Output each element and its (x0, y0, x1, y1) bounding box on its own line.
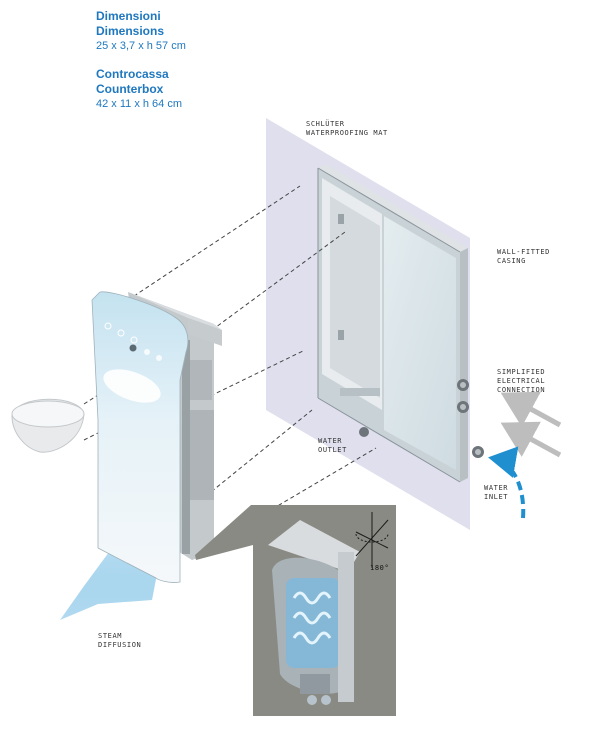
rotation-axis-icon (355, 512, 389, 568)
electrical-arrows (500, 391, 562, 458)
counterbox-heading-it: Controcassa (96, 67, 169, 81)
dimensions-spec: Dimensioni Dimensions 25 x 3,7 x h 57 cm (96, 9, 186, 54)
counterbox-spec: Controcassa Counterbox 42 x 11 x h 64 cm (96, 67, 182, 112)
dimensions-value: 25 x 3,7 x h 57 cm (96, 40, 186, 52)
counterbox-heading-en: Counterbox (96, 82, 164, 96)
rotation-label: 180° (370, 564, 390, 572)
counterbox-value: 42 x 11 x h 64 cm (96, 98, 183, 110)
dimensions-heading-en: Dimensions (96, 24, 165, 38)
water-outlet-label: WATER OUTLET (318, 437, 347, 454)
wall-fitted-casing-label: WALL-FITTED CASING (497, 248, 550, 265)
dimensions-heading-it: Dimensioni (96, 9, 161, 23)
inset-detail (195, 505, 396, 716)
electrical-connection-label: SIMPLIFIED ELECTRICAL CONNECTION (497, 368, 546, 394)
front-panel (91, 291, 189, 583)
schluter-mat-label: SCHLÜTER WATERPROOFING MAT (306, 120, 388, 137)
water-inlet-label: WATER INLET (484, 484, 509, 501)
steam-diffusion-label: STEAM DIFFUSION (98, 632, 142, 649)
water-inlet-arrow (488, 446, 526, 519)
aroma-bowl (11, 398, 85, 453)
electrical-connectors (359, 379, 484, 458)
counterbox-casing (317, 164, 468, 483)
